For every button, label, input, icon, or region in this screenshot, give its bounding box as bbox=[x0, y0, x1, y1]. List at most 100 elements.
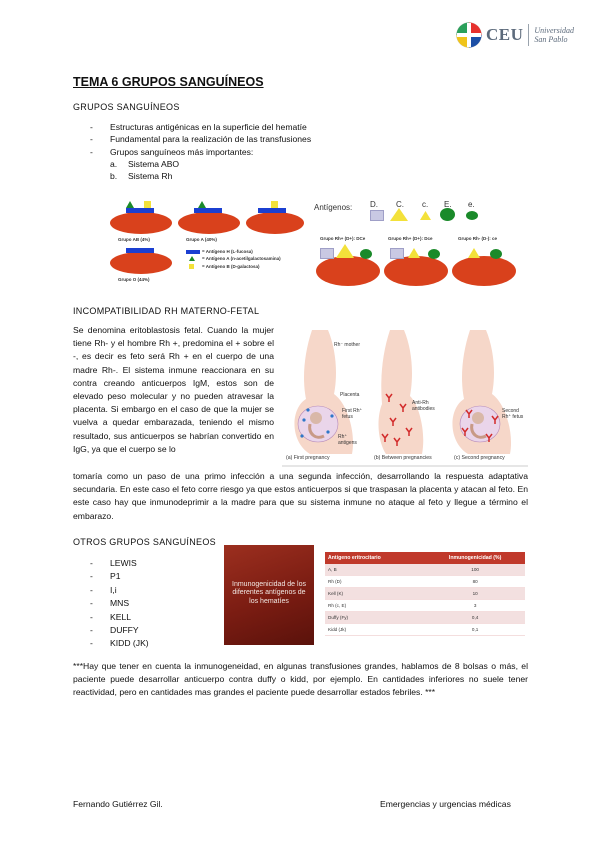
red-cell-b bbox=[246, 212, 304, 234]
table-cell: Kell (K) bbox=[325, 587, 426, 600]
label-first-fetus: First Rh⁺ fetus bbox=[342, 408, 363, 420]
antigen-e-icon bbox=[466, 211, 478, 220]
antigen-h-a bbox=[194, 208, 222, 213]
label-grupo-ab: Grupo AB (4%) bbox=[118, 237, 150, 242]
table-row: Kidd (Jk)0,1 bbox=[325, 623, 525, 636]
list-item: KIDD (JK) bbox=[90, 637, 210, 651]
red-cell-a bbox=[178, 212, 240, 234]
subitem-text: Sistema ABO bbox=[128, 159, 180, 169]
table-cell: Rh (D) bbox=[325, 575, 426, 588]
section1-bullets: Estructuras antigénicas en la superficie… bbox=[90, 121, 490, 159]
rh-antigen-e-label: e. bbox=[468, 200, 475, 209]
table-row: Duffy (Fy)0,4 bbox=[325, 611, 525, 624]
antigen-e-icon bbox=[360, 249, 372, 259]
label-grupo-a: Grupo A (40%) bbox=[186, 237, 217, 242]
red-cell-o bbox=[110, 252, 172, 274]
rh-cell-1 bbox=[316, 256, 380, 286]
logo-name-line2: San Pablo bbox=[534, 35, 568, 44]
antigen-h-ab bbox=[126, 208, 154, 213]
antigen-d-icon bbox=[370, 210, 384, 221]
label-second-fetus: Second Rh⁺ fetus bbox=[502, 408, 524, 420]
antigen-b-icon bbox=[271, 201, 278, 208]
antigen-e-icon bbox=[428, 249, 440, 259]
ceu-seal-icon bbox=[456, 22, 482, 48]
slide-text: Inmunogenicidad de los diferentes antíge… bbox=[232, 581, 306, 605]
bullet-item: Grupos sanguíneos más importantes: bbox=[90, 146, 490, 159]
university-logo: CEU Universidad San Pablo bbox=[456, 20, 576, 50]
bullet-item: Fundamental para la realización de las t… bbox=[90, 133, 490, 146]
transfusion-note: ***Hay que tener en cuenta la inmunogene… bbox=[73, 661, 528, 698]
inmunogenicidad-slide: Inmunogenicidad de los diferentes antíge… bbox=[224, 545, 314, 645]
table-cell: 100 bbox=[425, 564, 525, 576]
label-placenta: Placenta bbox=[340, 392, 360, 398]
table-cell: 10 bbox=[425, 587, 525, 600]
antigen-h-o bbox=[126, 248, 154, 253]
otros-grupos-list: LEWIS P1 I,i MNS KELL DUFFY KIDD (JK) bbox=[90, 557, 210, 651]
table-row: Rh (D)80 bbox=[325, 575, 525, 588]
antigen-a-icon bbox=[126, 201, 134, 208]
section-heading-otros: OTROS GRUPOS SANGUÍNEOS bbox=[73, 537, 216, 547]
label-rh-neg: Grupo Rh- (D-): ce bbox=[458, 236, 497, 241]
list-item: I,i bbox=[90, 584, 210, 598]
legend-h-swatch bbox=[186, 250, 200, 254]
subitem-abo: a.Sistema ABO bbox=[110, 158, 310, 170]
rh-antigen-C-label: C. bbox=[396, 200, 404, 209]
label-rh-dce-lower: Grupo Rh+ (D+): Dce bbox=[388, 236, 433, 241]
antigen-h-b bbox=[258, 208, 286, 213]
antigen-c-icon bbox=[468, 248, 480, 258]
logo-divider bbox=[528, 24, 530, 46]
caption-first-pregnancy: (a) First pregnancy bbox=[286, 455, 330, 461]
logo-name-line1: Universidad bbox=[534, 26, 574, 35]
antigen-d-icon bbox=[320, 248, 334, 259]
table-row: Kell (K)10 bbox=[325, 587, 525, 600]
antigen-c-icon bbox=[408, 248, 420, 258]
label-rh-mother: Rh⁻ mother bbox=[334, 342, 360, 348]
inmunogenicidad-table: Antígeno eritrocitario Inmunogenicidad (… bbox=[325, 552, 525, 636]
legend-b: = Antígeno B (D-galactosa) bbox=[202, 264, 260, 269]
rh-antigen-E-label: E. bbox=[444, 200, 452, 209]
rh-figure: Antígenos: D. C. c. E. e. Grupo Rh+ (D+)… bbox=[312, 198, 522, 288]
subitem-marker: b. bbox=[110, 171, 118, 182]
inmunogenicidad-table-wrap: Antígeno eritrocitario Inmunogenicidad (… bbox=[325, 552, 525, 636]
pregnancy-figure: Rh⁻ mother Placenta First Rh⁺ fetus Rh⁺ … bbox=[282, 324, 528, 469]
incompatibilidad-paragraph-narrow: Se denomina eritoblastosis fetal. Cuando… bbox=[73, 325, 274, 454]
antigen-E-icon bbox=[440, 208, 455, 221]
label-rh-antigens: Rh⁺ antigens bbox=[338, 434, 357, 446]
caption-between-pregnancies: (b) Between pregnancies bbox=[374, 455, 432, 461]
footer-author: Fernando Gutiérrez Gil. bbox=[73, 799, 163, 809]
antigen-C-icon bbox=[390, 208, 408, 221]
label-grupo-o: Grupo O (44%) bbox=[118, 277, 150, 282]
logo-name: Universidad San Pablo bbox=[534, 26, 574, 44]
table-cell: Rh (c, E) bbox=[325, 599, 426, 612]
rh-cell-2 bbox=[384, 256, 448, 286]
section-heading-grupos: GRUPOS SANGUÍNEOS bbox=[73, 102, 180, 112]
table-header-row: Antígeno eritrocitario Inmunogenicidad (… bbox=[325, 552, 525, 564]
legend-a-swatch bbox=[189, 256, 195, 261]
red-cell-ab bbox=[110, 212, 172, 234]
legend-a: = Antígeno A (n-acetilgalactosamina) bbox=[202, 256, 281, 261]
rh-antigens-title: Antígenos: bbox=[314, 203, 353, 212]
bullet-item: Estructuras antigénicas en la superficie… bbox=[90, 121, 490, 134]
antigen-b-icon bbox=[144, 201, 151, 208]
antigen-a-icon bbox=[198, 201, 206, 208]
table-row: Rh (c, E)3 bbox=[325, 599, 525, 612]
table-cell: Duffy (Fy) bbox=[325, 611, 426, 624]
table-cell: Kidd (Jk) bbox=[325, 623, 426, 636]
section1-subitems: a.Sistema ABO b.Sistema Rh bbox=[110, 158, 310, 183]
caption-second-pregnancy: (c) Second pregnancy bbox=[454, 455, 505, 461]
rh-antigen-d-label: D. bbox=[370, 200, 378, 209]
list-item: MNS bbox=[90, 597, 210, 611]
table-header: Inmunogenicidad (%) bbox=[425, 552, 525, 564]
rh-antigen-c-label: c. bbox=[422, 200, 429, 209]
label-anti-rh: Anti-Rh antibodies bbox=[412, 400, 435, 412]
label-rh-dce-upper: Grupo Rh+ (D+): DCe bbox=[320, 236, 366, 241]
antigen-e-icon bbox=[490, 249, 502, 259]
list-item: LEWIS bbox=[90, 557, 210, 571]
footer-course: Emergencias y urgencias médicas bbox=[380, 799, 511, 809]
rh-cell-3 bbox=[452, 256, 516, 286]
table-cell: A, B bbox=[325, 564, 426, 576]
legend-b-swatch bbox=[189, 264, 194, 269]
incompatibilidad-paragraph-wide: tomaría como un paso de una primo infecc… bbox=[73, 471, 528, 521]
list-item: KELL bbox=[90, 611, 210, 625]
